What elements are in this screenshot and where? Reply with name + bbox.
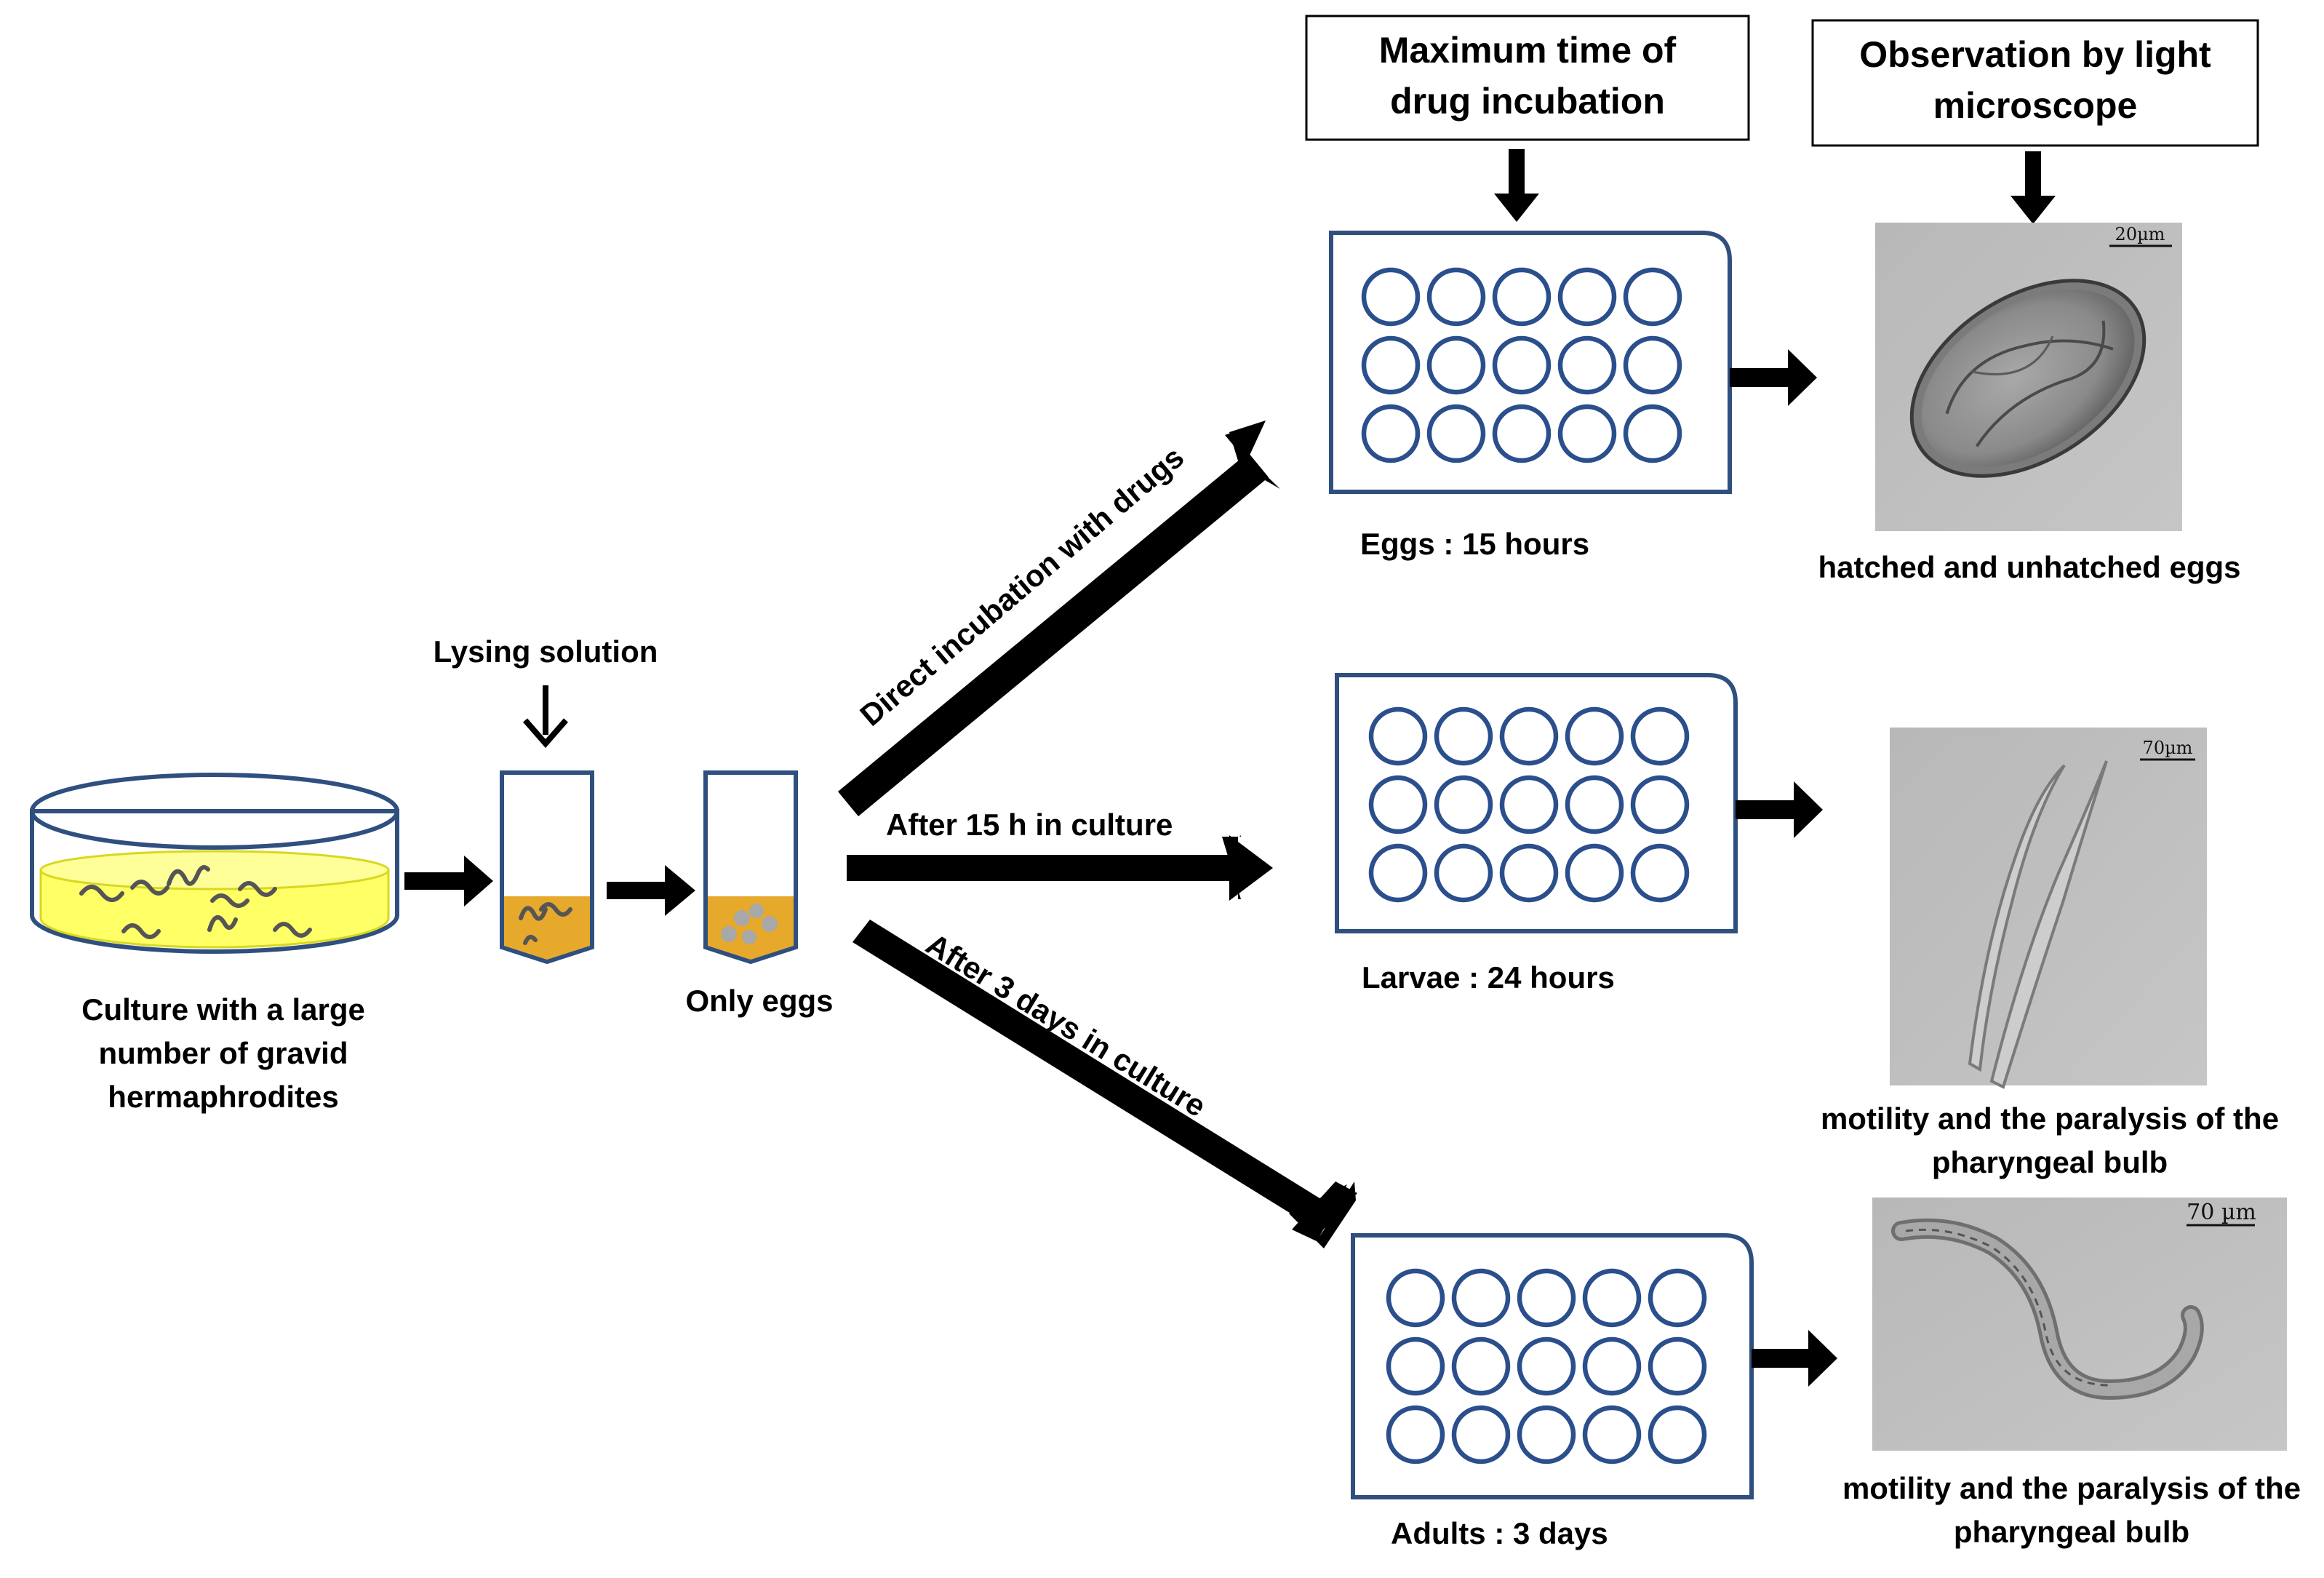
- plate-label-eggs: Eggs : 15 hours: [1360, 527, 1589, 561]
- culture-label-line-1: Culture with a large: [81, 992, 365, 1027]
- well: [1582, 1405, 1642, 1465]
- culture-label: Culture with a large number of gravid he…: [81, 992, 365, 1114]
- branch-label-eggs: Direct incubation with drugs: [853, 439, 1190, 733]
- well: [1368, 706, 1428, 766]
- well: [1434, 706, 1493, 766]
- well: [1623, 335, 1682, 395]
- well: [1434, 843, 1493, 903]
- wells-eggs: [1361, 267, 1682, 463]
- well: [1499, 706, 1559, 766]
- culture-label-line-2: number of gravid: [98, 1036, 348, 1070]
- arrow-dish-to-tube: [404, 856, 493, 906]
- well: [1557, 404, 1617, 463]
- observation-label-larvae-line-2: pharyngeal bulb: [1932, 1145, 2168, 1179]
- well: [1648, 1336, 1707, 1396]
- well: [1565, 843, 1624, 903]
- well: [1499, 775, 1559, 834]
- well: [1386, 1405, 1445, 1465]
- well: [1517, 1405, 1576, 1465]
- well: [1451, 1268, 1511, 1328]
- adult-worm-micrograph: 70 µm: [1872, 1198, 2287, 1451]
- arrow-plate-to-micrograph-eggs: [1730, 349, 1817, 406]
- scale-bar-label-adults: 70 µm: [2187, 1200, 2256, 1225]
- well: [1451, 1405, 1511, 1465]
- branch-label-adults: After 3 days in culture: [920, 927, 1212, 1124]
- max-time-header: Maximum time of drug incubation: [1305, 15, 1750, 141]
- observation-header-line-1: Observation by light: [1859, 34, 2211, 75]
- scale-bar-label-larvae: 70µm: [2143, 738, 2193, 758]
- well: [1557, 267, 1617, 327]
- branch-arrow-eggs: Direct incubation with drugs: [838, 421, 1280, 816]
- well: [1451, 1336, 1511, 1396]
- wells-larvae: [1368, 706, 1690, 903]
- well: [1582, 1336, 1642, 1396]
- well: [1623, 267, 1682, 327]
- well-plate-adults: [1351, 1233, 1754, 1499]
- worm-icons: [79, 865, 312, 939]
- lysing-down-arrow: [522, 685, 569, 749]
- well: [1426, 404, 1486, 463]
- well: [1630, 843, 1690, 903]
- egg-tube: [703, 770, 798, 965]
- well-plate-larvae: [1335, 673, 1738, 933]
- larvae-micrograph: 70µm: [1890, 728, 2207, 1089]
- observation-label-eggs: hatched and unhatched eggs: [1818, 550, 2240, 584]
- egg-tube-liquid: [708, 896, 794, 960]
- well: [1426, 335, 1486, 395]
- well: [1499, 843, 1559, 903]
- well: [1434, 775, 1493, 834]
- well: [1648, 1268, 1707, 1328]
- well: [1648, 1405, 1707, 1465]
- well-plate-eggs: [1329, 231, 1732, 494]
- only-eggs-label: Only eggs: [685, 984, 833, 1018]
- branch-arrow-larvae: After 15 h in culture: [847, 808, 1273, 901]
- wells-adults: [1386, 1268, 1707, 1465]
- arrow-tube-to-tube: [607, 865, 695, 916]
- culture-dish: [30, 773, 399, 954]
- well: [1368, 775, 1428, 834]
- lysis-tube: [500, 770, 594, 965]
- lysing-solution-label: Lysing solution: [434, 634, 658, 669]
- well: [1582, 1268, 1642, 1328]
- culture-label-line-3: hermaphrodites: [108, 1080, 338, 1114]
- well: [1361, 404, 1421, 463]
- observation-header: Observation by light microscope: [1811, 19, 2259, 147]
- branch-label-larvae: After 15 h in culture: [886, 808, 1173, 842]
- scale-bar-label-eggs: 20µm: [2115, 224, 2165, 244]
- observation-label-adults-line-2: pharyngeal bulb: [1954, 1515, 2189, 1549]
- arrow-plate-to-micrograph-larvae: [1736, 781, 1823, 838]
- well: [1361, 335, 1421, 395]
- well: [1630, 775, 1690, 834]
- observation-down-arrow: [2010, 151, 2056, 224]
- well: [1368, 843, 1428, 903]
- observation-label-adults-line-1: motility and the paralysis of the: [1842, 1471, 2301, 1505]
- well: [1492, 335, 1552, 395]
- max-time-down-arrow: [1494, 149, 1539, 222]
- well: [1557, 335, 1617, 395]
- observation-label-larvae-line-1: motility and the paralysis of the: [1821, 1101, 2279, 1136]
- well: [1492, 267, 1552, 327]
- well: [1517, 1268, 1576, 1328]
- well: [1361, 267, 1421, 327]
- well: [1565, 775, 1624, 834]
- well: [1386, 1268, 1445, 1328]
- max-time-header-line-1: Maximum time of: [1379, 30, 1677, 71]
- well: [1426, 267, 1486, 327]
- egg-dots: [721, 904, 778, 944]
- branch-arrow-adults: After 3 days in culture: [852, 920, 1357, 1248]
- plate-label-larvae: Larvae : 24 hours: [1362, 960, 1615, 995]
- well: [1492, 404, 1552, 463]
- well: [1386, 1336, 1445, 1396]
- observation-header-line-2: microscope: [1933, 85, 2138, 126]
- max-time-header-line-2: drug incubation: [1390, 81, 1665, 121]
- well: [1630, 706, 1690, 766]
- plate-label-adults: Adults : 3 days: [1391, 1516, 1608, 1550]
- egg-micrograph: 20µm: [1875, 223, 2182, 531]
- arrow-plate-to-micrograph-adults: [1752, 1330, 1837, 1387]
- well: [1565, 706, 1624, 766]
- well: [1517, 1336, 1576, 1396]
- well: [1623, 404, 1682, 463]
